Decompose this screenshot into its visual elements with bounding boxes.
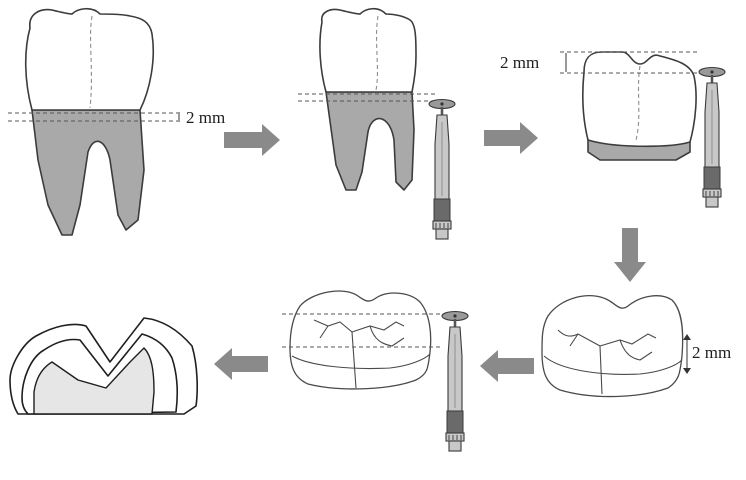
- step2-sectioning-tooth: [298, 9, 455, 239]
- step5-slab-section: [282, 291, 468, 451]
- tooth2-crown: [320, 9, 416, 92]
- arrow-step4-to-step5: [480, 350, 534, 382]
- arrow-step5-to-step6: [214, 348, 268, 380]
- arrow-step2-to-step3: [484, 122, 538, 154]
- arrow-step1-to-step2: [224, 124, 280, 156]
- step4-occlusal-slab: 2 mm: [542, 296, 731, 397]
- tooth1-root: [32, 110, 144, 235]
- slab5-body: [290, 291, 431, 389]
- step1-whole-tooth: 2 mm: [8, 9, 225, 235]
- tooth1-crown: [26, 9, 154, 110]
- slab4-body: [542, 296, 683, 397]
- step3-depth-label: 2 mm: [500, 53, 539, 72]
- handpiece-tool-1: [429, 100, 455, 240]
- tooth2-root: [326, 92, 414, 190]
- handpiece-tool-2: [699, 68, 725, 208]
- step4-depth-label: 2 mm: [692, 343, 731, 362]
- step6-final-section: [10, 318, 197, 414]
- step1-depth-label: 2 mm: [186, 108, 225, 127]
- step3-crown-trim: 2 mm: [500, 52, 725, 207]
- arrow-step3-to-step4: [614, 228, 646, 282]
- handpiece-tool-3: [442, 312, 468, 452]
